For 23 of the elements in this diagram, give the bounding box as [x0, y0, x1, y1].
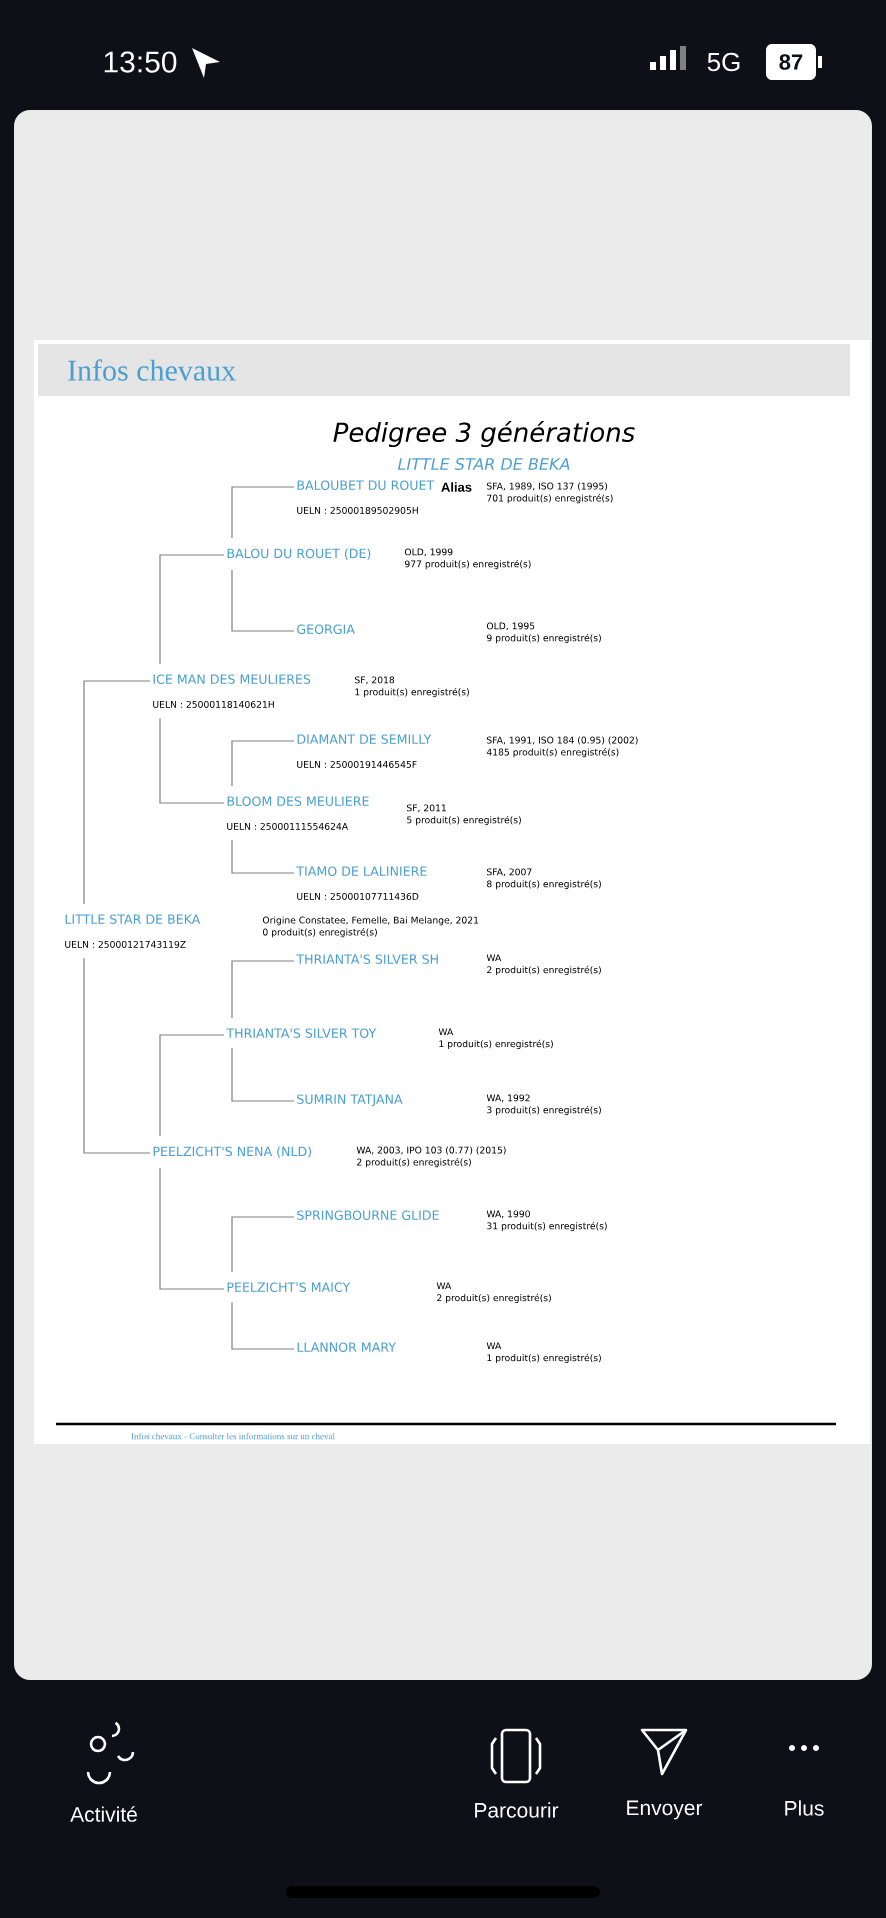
pedigree-line — [83, 957, 151, 1154]
pedigree-line — [231, 839, 295, 874]
pedigree-line — [159, 1034, 225, 1137]
tab-label: Parcourir — [475, 1802, 559, 1818]
pedigree-line — [159, 717, 225, 804]
pedigree-line — [231, 569, 295, 632]
pedigree-line — [231, 1216, 295, 1273]
clock: 13:50 — [104, 51, 177, 73]
pedigree-line — [231, 740, 295, 787]
tab-label: Plus — [785, 1800, 824, 1816]
header-bar: Infos chevaux — [38, 344, 850, 396]
tab-label: Activité — [70, 1806, 137, 1822]
pedigree-line — [159, 1167, 225, 1290]
subtitle: LITTLE STAR DE BEKA — [397, 457, 570, 471]
network-label: 5G — [707, 52, 740, 72]
pedigree-line — [231, 1047, 295, 1102]
title: Pedigree 3 générations — [333, 420, 635, 448]
pedigree-line — [231, 486, 295, 539]
pedigree-line — [231, 1301, 295, 1350]
tab-label: Envoyer — [627, 1800, 703, 1820]
pedigree-line — [159, 554, 225, 665]
pedigree-line — [231, 960, 295, 1019]
pedigree-line — [83, 680, 151, 905]
